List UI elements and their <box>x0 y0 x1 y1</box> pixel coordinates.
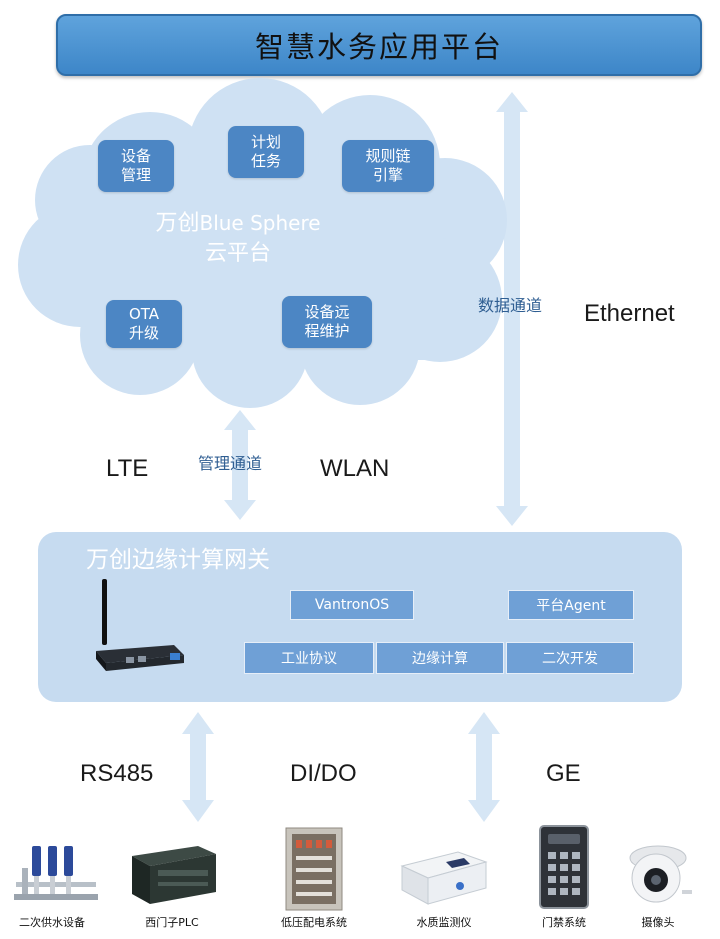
industrial-protocol-box: 工业协议 <box>244 642 374 674</box>
remote-maintenance-module: 设备远程维护 <box>282 296 372 348</box>
lte-label: LTE <box>106 455 149 482</box>
rule-chain-engine-module: 规则链引擎 <box>342 140 434 192</box>
wlan-label: WLAN <box>320 455 390 482</box>
module-label: OTA <box>128 305 160 323</box>
cloud-title-en: Blue Sphere <box>199 211 321 235</box>
management-channel-label: 管理通道 <box>198 454 263 473</box>
scheduled-task-module: 计划任务 <box>228 126 304 178</box>
ge-label: GE <box>546 760 581 787</box>
access-control-icon <box>539 825 589 909</box>
function-label: 工业协议 <box>281 651 337 667</box>
device-label: 西门子PLC <box>145 916 199 929</box>
gateway-title: 万创边缘计算网关 <box>86 547 270 573</box>
edge-computing-box: 边缘计算 <box>376 642 504 674</box>
vantronos-label: VantronOS <box>314 597 390 613</box>
secondary-development-box: 二次开发 <box>506 642 634 674</box>
module-label: 设备远 <box>304 303 350 321</box>
rs485-arrow <box>182 712 214 822</box>
data-channel-label: 数据通道 <box>478 296 543 315</box>
module-label: 升级 <box>128 324 159 342</box>
platform-title: 智慧水务应用平台 <box>254 30 503 64</box>
device-label: 摄像头 <box>641 916 675 929</box>
module-label: 程维护 <box>304 322 350 340</box>
pump-icon <box>14 846 98 900</box>
module-label: 设备 <box>120 147 151 165</box>
function-label: 边缘计算 <box>412 651 468 667</box>
platform-banner: 智慧水务应用平台 <box>56 14 702 76</box>
water-analyzer-icon <box>400 851 488 905</box>
device-management-module: 设备管理 <box>98 140 174 192</box>
cloud-subtitle: 云平台 <box>204 241 271 266</box>
module-label: 引擎 <box>372 166 403 184</box>
device-label: 水质监测仪 <box>416 916 472 929</box>
device-label: 二次供水设备 <box>19 916 85 929</box>
device-label: 低压配电系统 <box>281 916 347 929</box>
rs485-label: RS485 <box>80 760 154 787</box>
module-label: 任务 <box>250 152 281 170</box>
camera-icon <box>629 845 692 903</box>
module-label: 规则链 <box>365 147 411 165</box>
vantronos-box: VantronOS <box>290 590 414 620</box>
module-label: 管理 <box>120 166 151 184</box>
ethernet-label: Ethernet <box>584 300 675 327</box>
module-label: 计划 <box>250 133 281 151</box>
plc-icon <box>132 846 216 904</box>
dido-label: DI/DO <box>290 760 357 787</box>
device-label: 门禁系统 <box>542 916 586 929</box>
switchgear-icon <box>285 827 343 911</box>
router-icon <box>96 579 184 671</box>
function-label: 二次开发 <box>542 651 598 667</box>
ge-arrow <box>468 712 500 822</box>
platform-agent-label: 平台Agent <box>536 598 606 614</box>
cloud-title: 万创Blue Sphere 云平台 <box>108 208 368 269</box>
platform-agent-box: 平台Agent <box>508 590 634 620</box>
cloud-title-cn: 万创 <box>155 211 200 236</box>
management-channel-arrow <box>224 410 256 520</box>
